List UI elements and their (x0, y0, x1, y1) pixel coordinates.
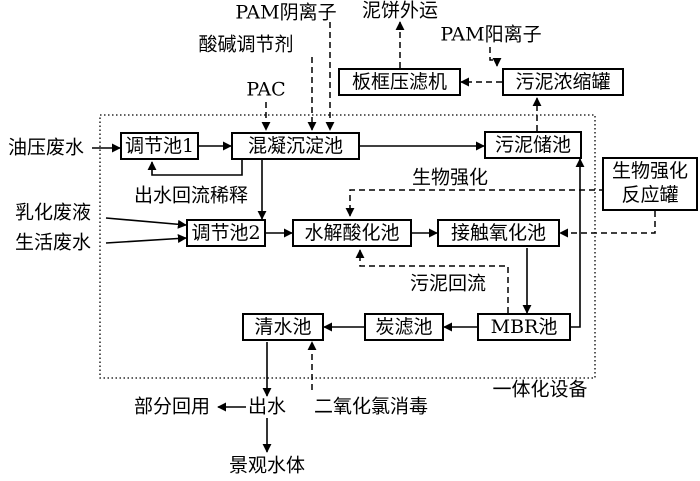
clear-water-tank-label: 清水池 (254, 315, 312, 338)
arrow-emulsified-waste (105, 217, 187, 229)
plate-frame-filter-press: 板框压滤机 (338, 68, 461, 96)
label-effluent: 出水 (247, 395, 287, 418)
label-pam-anion: PAM阴离子 (235, 1, 337, 24)
bio-enhancement-reactor-label-2: 反应罐 (621, 184, 679, 206)
label-partial-reuse: 部分回用 (133, 395, 211, 418)
label-sludge-return: 污泥回流 (409, 272, 487, 295)
label-chlorine-dioxide-disinfection: 二氧化氯消毒 (313, 395, 429, 418)
arrow-effluent-recirculation (147, 160, 243, 176)
label-landscape-water: 景观水体 (228, 454, 306, 477)
label-sludge-cake-outward: 泥饼外运 (361, 0, 439, 22)
sludge-storage-tank-label: 污泥储池 (494, 133, 571, 156)
equalization-tank-1-label: 调节池1 (124, 134, 195, 157)
equalization-tank-1: 调节池1 (120, 132, 199, 160)
bio-enhancement-reactor: 生物强化反应罐 (602, 157, 698, 211)
mbr-tank-label: MBR池 (490, 315, 558, 338)
equalization-tank-2-label: 调节池2 (191, 221, 261, 244)
arrow-domestic-wastewater (105, 234, 187, 244)
label-oily-wastewater: 油压废水 (7, 136, 85, 159)
arrow-sludge-return (355, 249, 509, 313)
arrow-bio-enhancement-to-hydrolysis (345, 189, 615, 217)
integrated-equipment-boundary (99, 114, 596, 379)
sludge-storage-tank: 污泥储池 (484, 131, 582, 159)
coagulation-sedimentation-tank-label: 混凝沉淀池 (247, 134, 343, 157)
equalization-tank-2: 调节池2 (186, 219, 266, 247)
label-acid-base-regulator: 酸碱调节剂 (198, 33, 294, 56)
label-effluent-recirculation-dilution: 出水回流稀释 (133, 184, 249, 207)
arrow-bio-enhancement-to-oxidation (559, 211, 656, 238)
arrow-mbr-to-sludge-tank (571, 158, 585, 328)
label-pac: PAC (246, 78, 286, 101)
contact-oxidation-tank-label: 接触氧化池 (450, 221, 546, 244)
plate-frame-filter-press-label: 板框压滤机 (351, 70, 447, 93)
clear-water-tank: 清水池 (242, 313, 324, 341)
hydrolysis-acidification-tank: 水解酸化池 (292, 219, 412, 247)
mbr-tank: MBR池 (477, 313, 571, 341)
label-emulsified-waste: 乳化废液 (14, 201, 92, 224)
label-bio-enhancement: 生物强化 (411, 166, 489, 189)
coagulation-sedimentation-tank: 混凝沉淀池 (231, 132, 360, 160)
sludge-thickening-tank-label: 污泥浓缩罐 (515, 70, 611, 93)
contact-oxidation-tank: 接触氧化池 (437, 219, 560, 247)
carbon-filter-tank-label: 炭滤池 (375, 315, 433, 338)
hydrolysis-acidification-tank-label: 水解酸化池 (304, 221, 400, 244)
label-integrated-equipment: 一体化设备 (492, 378, 588, 401)
arrow-pam-cation-dosing (489, 47, 502, 67)
sludge-thickening-tank: 污泥浓缩罐 (502, 68, 624, 96)
bio-enhancement-reactor-label-1: 生物强化 (611, 160, 688, 183)
carbon-filter-tank: 炭滤池 (364, 313, 444, 341)
label-pam-cation: PAM阳离子 (440, 23, 542, 46)
label-domestic-wastewater: 生活废水 (14, 231, 92, 254)
